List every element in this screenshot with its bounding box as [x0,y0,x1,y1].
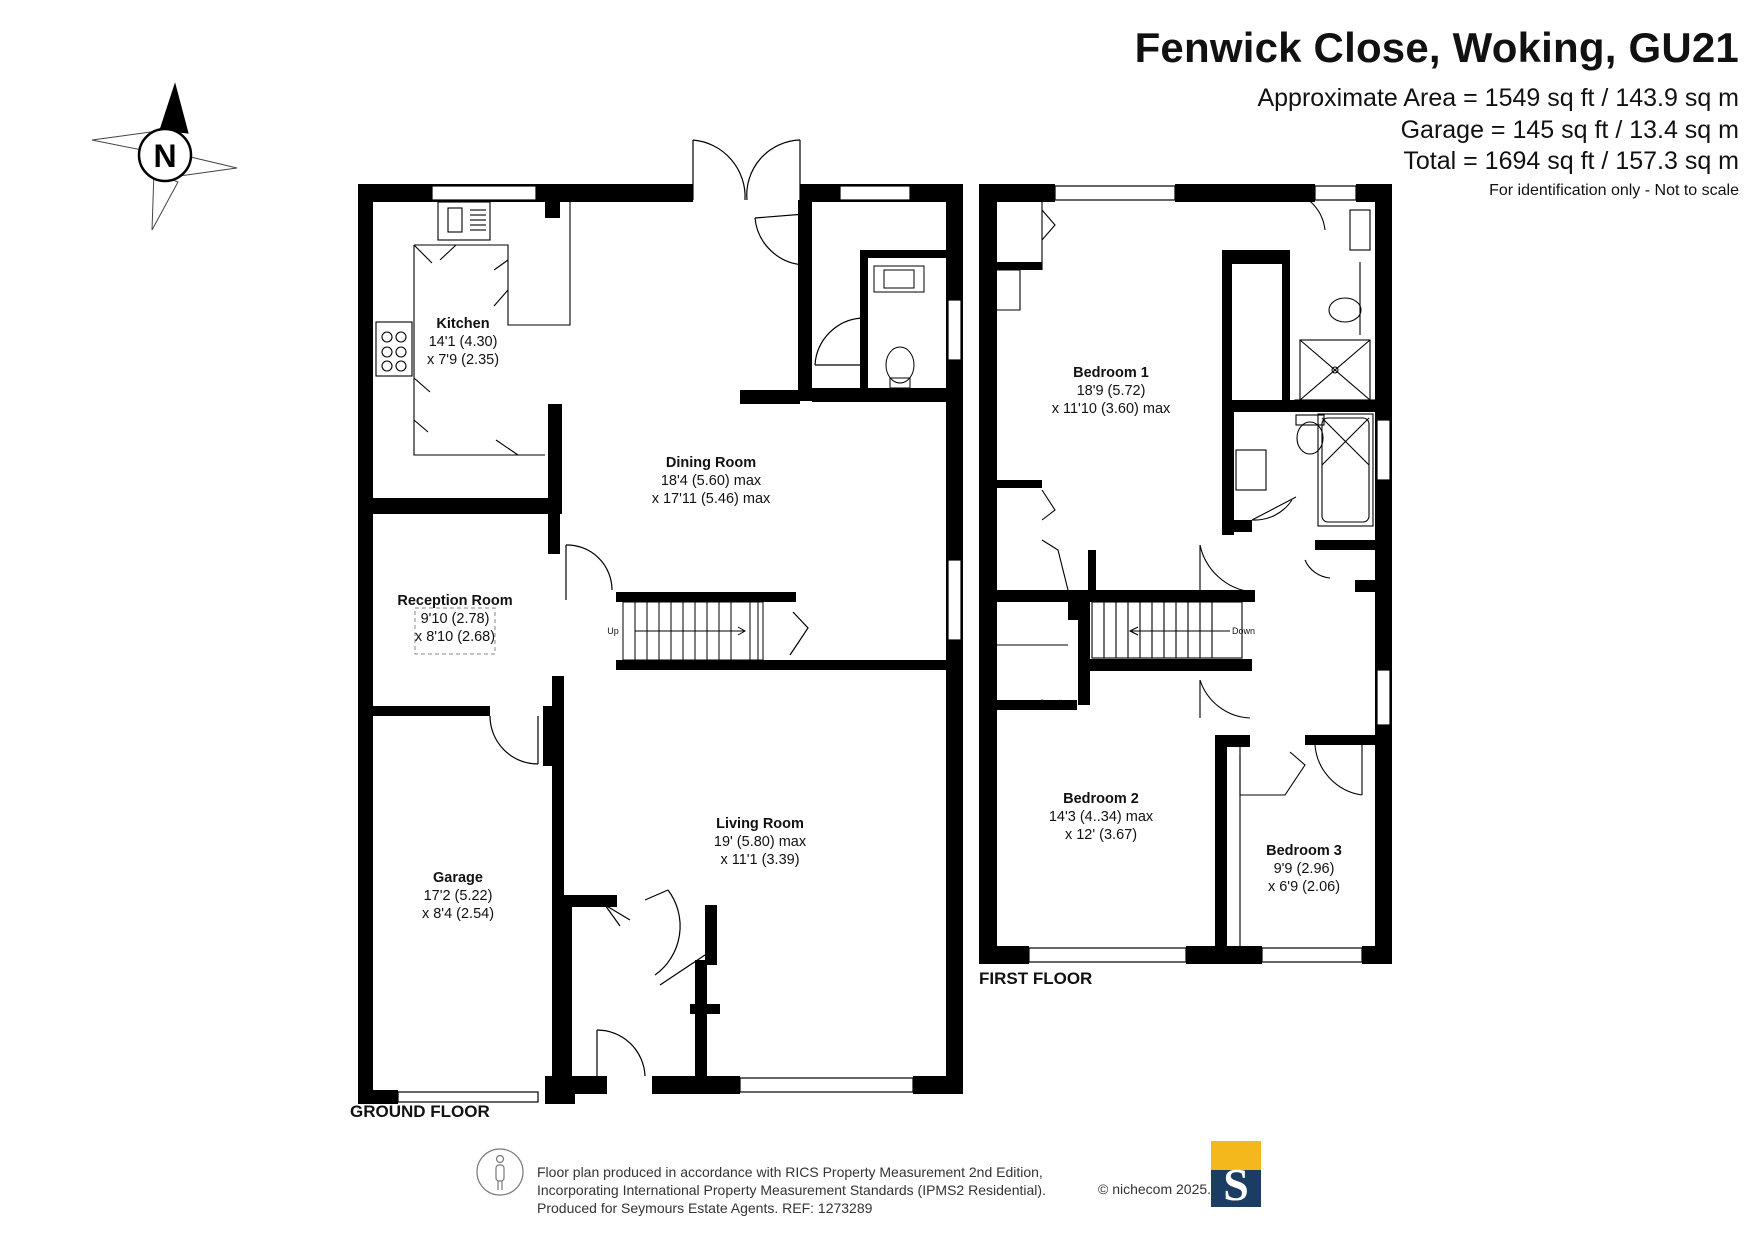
person-icon [476,1148,524,1196]
living-room-label: Living Room [716,816,804,832]
living-room-dim-1: 19' (5.80) max [714,834,807,850]
first-floor-plan [979,184,1392,964]
seymours-logo: S [1211,1141,1261,1210]
reception-room-dim-2: x 8'10 (2.68) [415,629,495,645]
footer-line-1: Floor plan produced in accordance with R… [537,1164,1043,1180]
stairs-down-label: Down [1232,626,1255,636]
kitchen-dim-2: x 7'9 (2.35) [427,352,499,368]
garage-area: Garage = 145 sq ft / 13.4 sq m [1400,116,1739,144]
bedroom-3-dim-1: 9'9 (2.96) [1274,861,1335,877]
total-area: Total = 1694 sq ft / 157.3 sq m [1403,147,1739,175]
dining-room-label: Dining Room [666,455,756,471]
seymours-logo-letter: S [1223,1159,1249,1210]
reception-room-dim-1: 9'10 (2.78) [421,611,490,627]
garage-dim-1: 17'2 (5.22) [424,888,493,904]
bedroom-3-dim-2: x 6'9 (2.06) [1268,879,1340,895]
nichecom-copyright: © nichecom 2025. [1098,1181,1212,1197]
reception-room-label: Reception Room [397,593,512,609]
dining-room-dim-1: 18'4 (5.60) max [661,473,762,489]
kitchen-dim-1: 14'1 (4.30) [429,334,498,350]
bedroom-2-label: Bedroom 2 [1063,791,1139,807]
ground-floor-label: GROUND FLOOR [350,1102,490,1121]
garage-dim-2: x 8'4 (2.54) [422,906,494,922]
bedroom-1-label: Bedroom 1 [1073,365,1149,381]
bedroom-1-dim-1: 18'9 (5.72) [1077,383,1146,399]
dining-room-dim-2: x 17'11 (5.46) max [652,491,771,507]
bedroom-3-label: Bedroom 3 [1266,843,1342,859]
page-title: Fenwick Close, Woking, GU21 [1134,24,1739,71]
living-room-dim-2: x 11'1 (3.39) [720,852,799,868]
kitchen-label: Kitchen [436,316,489,332]
garage-label: Garage [433,870,483,886]
compass-north-letter: N [153,138,176,174]
bedroom-1-dim-2: x 11'10 (3.60) max [1052,401,1171,417]
footer-notes: Floor plan produced in accordance with R… [537,1163,1046,1217]
ground-floor-plan [358,139,963,1104]
footer-line-3: Produced for Seymours Estate Agents. REF… [537,1200,873,1216]
approximate-area: Approximate Area = 1549 sq ft / 143.9 sq… [1257,84,1739,112]
compass-icon: N [91,82,238,231]
stairs-up-label: Up [607,626,619,636]
footer-line-2: Incorporating International Property Mea… [537,1182,1046,1198]
bedroom-2-dim-2: x 12' (3.67) [1065,827,1137,843]
first-floor-label: FIRST FLOOR [979,969,1092,988]
disclaimer-note: For identification only - Not to scale [1489,182,1739,199]
bedroom-2-dim-1: 14'3 (4..34) max [1049,809,1154,825]
